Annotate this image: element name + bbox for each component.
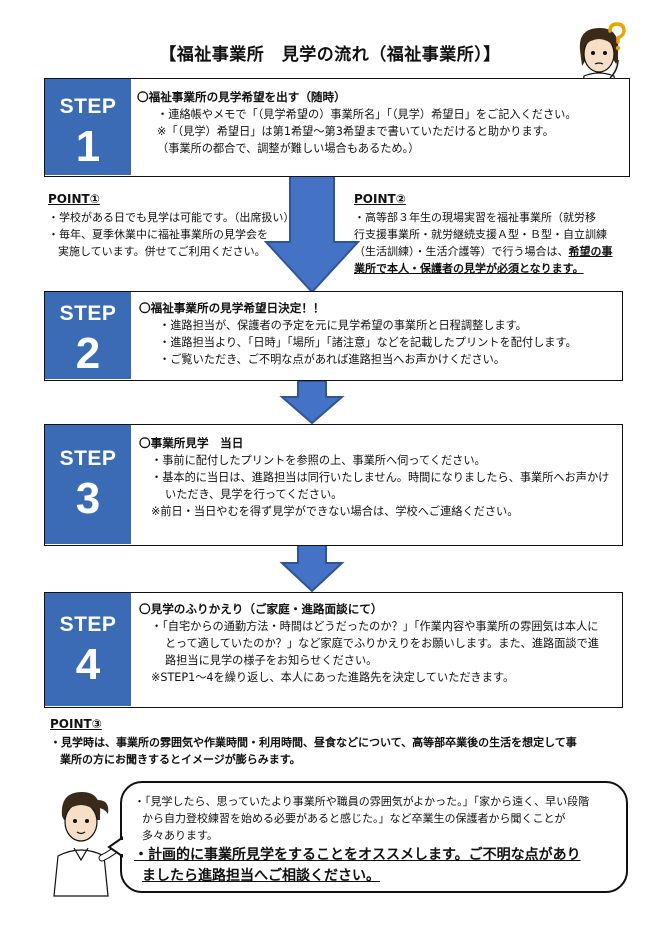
step-4-box: STEP 4 〇見学のふりかえり（ご家庭・進路面談にて） ・「自宅からの通勤方法… bbox=[44, 592, 623, 708]
point-title: POINT② bbox=[354, 192, 406, 206]
point-2: POINT② ・高等部３年生の現場実習を福祉事業所（就労移 行支援事業所・就労継… bbox=[354, 192, 613, 275]
step-2-box: STEP 2 〇福祉事業所の見学希望日決定！！ ・進路担当が、保護者の予定を元に… bbox=[44, 291, 623, 381]
question-mark-icon bbox=[608, 22, 626, 51]
step-2-badge: STEP 2 bbox=[45, 292, 131, 379]
down-arrow-icon bbox=[279, 380, 345, 425]
step-number: 3 bbox=[75, 474, 101, 523]
step-3-box: STEP 3 〇事業所見学 当日 ・事前に配付したプリントを参照の上、事業所へ伺… bbox=[44, 424, 623, 546]
speech-bubble: ・「見学したら、思っていたより事業所や職員の雰囲気がよかった。」「家から遠く、早… bbox=[120, 781, 628, 893]
page-title: 【福祉事業所 見学の流れ（福祉事業所）】 bbox=[159, 45, 501, 65]
pointing-person-icon bbox=[53, 792, 127, 897]
step-1-content: 〇福祉事業所の見学希望を出す（随時） ・連絡帳やメモで「（見学希望の）事業所名」… bbox=[137, 89, 627, 157]
point-1: POINT① ・学校がある日でも見学は可能です。（出席扱い） ・毎年、夏季休業中… bbox=[48, 192, 295, 258]
step-heading: 〇事業所見学 当日 bbox=[139, 436, 244, 450]
step-heading: 〇福祉事業所の見学希望を出す（随時） bbox=[137, 90, 346, 104]
step-heading: 〇見学のふりかえり（ご家庭・進路面談にて） bbox=[139, 602, 383, 616]
step-heading: 〇福祉事業所の見学希望日決定！！ bbox=[139, 301, 325, 315]
step-number: 1 bbox=[75, 122, 101, 171]
down-arrow-icon bbox=[279, 544, 345, 593]
recommendation-text: ・計画的に事業所見学をすることをオススメします。ご不明な点があり bbox=[134, 847, 581, 863]
step-3-badge: STEP 3 bbox=[45, 425, 131, 544]
point-title: POINT③ bbox=[50, 717, 102, 731]
point-title: POINT① bbox=[48, 192, 100, 206]
step-1-box: STEP 1 〇福祉事業所の見学希望を出す（随時） ・連絡帳やメモで「（見学希望… bbox=[44, 78, 630, 177]
thinking-person-icon bbox=[579, 28, 619, 91]
down-arrow-icon bbox=[263, 169, 361, 294]
step-4-badge: STEP 4 bbox=[45, 593, 131, 706]
step-number: 2 bbox=[75, 329, 101, 378]
speech-bubble-tail bbox=[107, 836, 124, 858]
step-2-content: 〇福祉事業所の見学希望日決定！！ ・進路担当が、保護者の予定を元に見学希望の事業… bbox=[139, 300, 619, 368]
step-4-content: 〇見学のふりかえり（ご家庭・進路面談にて） ・「自宅からの通勤方法・時間はどうだ… bbox=[139, 601, 621, 686]
step-3-content: 〇事業所見学 当日 ・事前に配付したプリントを参照の上、事業所へ伺ってください。… bbox=[139, 435, 621, 520]
point-3: POINT③ ・見学時は、事業所の雰囲気や作業時間・利用時間、昼食などについて、… bbox=[50, 717, 577, 766]
step-number: 4 bbox=[75, 640, 101, 689]
step-1-badge: STEP 1 bbox=[45, 79, 131, 175]
